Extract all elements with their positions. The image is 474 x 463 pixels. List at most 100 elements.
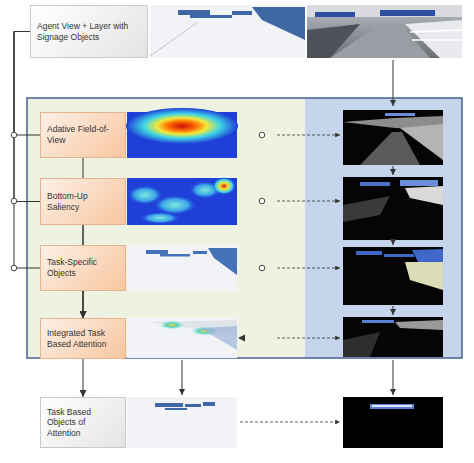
saliency-heatmap [140,212,180,224]
saliency-heatmap [153,195,197,215]
node-label: Task-Specific Objects [47,257,119,278]
agent-view-photo [307,5,462,58]
task-objects-thumbnail [208,248,237,275]
process-panel [27,98,462,358]
process-box: Task-Specific Objects [40,245,126,291]
dashed-arrow [240,135,340,422]
result-objects-thumbnail [155,403,183,407]
masked-view-2 [360,182,390,186]
node-label: Integrated Task Based Attention [47,328,119,349]
integrated-attention-thumbnail [200,326,237,350]
masked-view-2 [343,196,390,222]
flow-arrow [393,60,394,106]
result-masked-view [370,404,414,409]
arrowhead [238,335,245,342]
agent-view-photo [307,5,462,58]
flow-arrow [182,360,183,395]
signage-layer-thumbnail [178,10,210,15]
junction-circle [259,132,265,138]
node-label: Task Based Objects of Attention [47,407,119,439]
masked-view-2 [400,180,438,186]
result-masked-view [343,397,443,448]
signage-layer-thumbnail [150,5,305,58]
masked-view-4 [343,317,443,357]
masked-view-1 [343,110,443,165]
connector [83,291,84,318]
flow-arrow [182,60,393,395]
task-objects-thumbnail [160,254,190,257]
dashed-arrow [277,268,340,269]
junction-circle [11,265,17,271]
integrated-attention-thumbnail [127,318,237,358]
saliency-heatmap [212,177,236,195]
field-of-view-heatmap [126,108,238,158]
masked-view-4 [343,317,443,357]
dashed-arrow [277,135,340,136]
masked-view-4 [395,320,443,330]
task-objects-thumbnail [127,245,237,291]
result-masked-view [343,397,443,448]
connector [14,32,40,269]
masked-view-3 [405,262,443,290]
agent-view-photo [307,5,462,17]
flow-arrow [393,241,394,245]
connector [83,359,84,397]
output-box: Task Based Objects of Attention [40,397,126,448]
flow-arrow [393,306,394,315]
signage-layer-thumbnail [252,7,305,40]
signage-layer-thumbnail [150,5,305,58]
masked-view-4 [343,332,380,357]
masked-view-2 [343,177,443,240]
masked-view-1 [360,132,420,165]
arrowhead [238,335,245,342]
flow-arrow [393,360,394,395]
result-objects-thumbnail [165,408,187,410]
dashed-arrow [277,201,340,202]
input-box: Agent View + Layer with Signage Objects [30,5,148,58]
flow-arrow [393,166,394,175]
junction-circle [259,265,265,271]
field-of-view-heatmap [126,108,238,144]
junction-circle [259,198,265,204]
masked-view-1 [385,113,415,116]
masked-view-2 [343,177,443,240]
result-objects-thumbnail [127,397,237,448]
process-box: Bottom-Up Saliency [40,178,126,225]
dashed-arrow [240,422,340,423]
masked-view-3 [356,251,382,255]
agent-view-photo [410,30,462,32]
junction-circle [11,198,17,204]
masked-view-3 [343,247,443,305]
process-panel [27,98,305,358]
agent-view-photo [315,12,355,17]
integrated-attention-thumbnail [158,320,186,330]
node-label: Bottom-Up Saliency [47,191,119,212]
signage-layer-thumbnail [190,15,232,18]
masked-view-1 [343,110,443,165]
result-objects-thumbnail [185,404,201,407]
masked-view-2 [405,186,443,205]
agent-view-photo [307,24,360,58]
result-objects-thumbnail [203,402,215,406]
masked-view-4 [362,320,394,323]
task-objects-thumbnail [127,245,237,291]
masked-view-3 [343,247,443,305]
task-objects-thumbnail [193,251,207,254]
process-box: Adative Field-of-View [40,112,126,158]
saliency-heatmap [127,178,237,225]
saliency-heatmap [127,177,237,225]
process-panel [305,98,462,358]
node-label: Agent View + Layer with Signage Objects [37,21,141,42]
signage-layer-thumbnail [232,11,252,15]
signage-layer-thumbnail [150,22,198,56]
task-objects-thumbnail [146,250,168,254]
result-masked-view [372,405,412,407]
agent-view-photo [405,20,462,58]
junction-circle [11,132,17,138]
dashed-arrow [277,338,340,339]
agent-view-photo [380,10,435,16]
result-objects-thumbnail [127,397,237,448]
integrated-attention-thumbnail [127,318,237,358]
process-box: Integrated Task Based Attention [40,318,126,359]
agent-view-photo [412,39,462,41]
